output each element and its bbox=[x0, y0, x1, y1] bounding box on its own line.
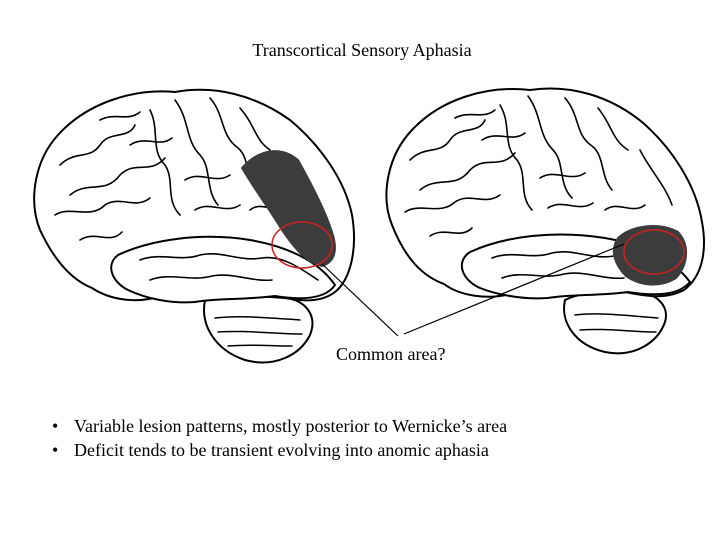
bullet-icon: • bbox=[52, 440, 59, 460]
left-brain-cerebellum bbox=[203, 294, 314, 364]
list-item: •Variable lesion patterns, mostly poster… bbox=[52, 416, 508, 436]
right-brain-cerebellum bbox=[563, 290, 667, 355]
bullet-icon: • bbox=[52, 416, 59, 436]
slide-title: Transcortical Sensory Aphasia bbox=[252, 40, 472, 60]
right-highlight-circle bbox=[623, 229, 685, 275]
callout-connectors bbox=[321, 243, 625, 337]
right-brain-lesion bbox=[612, 225, 687, 286]
list-item: •Deficit tends to be transient evolving … bbox=[52, 440, 489, 460]
right-brain bbox=[385, 87, 705, 355]
left-brain bbox=[33, 88, 355, 364]
left-highlight-circle bbox=[271, 221, 333, 269]
bullet-list: •Variable lesion patterns, mostly poster… bbox=[48, 414, 688, 462]
left-brain-lesion bbox=[241, 150, 336, 267]
common-area-label: Common area? bbox=[336, 344, 446, 364]
